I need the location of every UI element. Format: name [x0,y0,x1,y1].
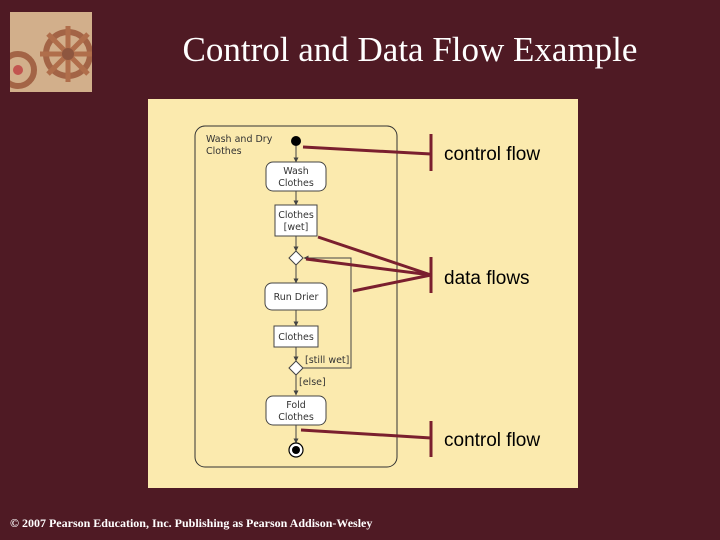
annotation-middle: data flows [444,268,530,289]
obj-wet-state: [wet] [284,222,309,233]
annotation-pointer-bottom [300,428,432,440]
activity-frame [194,125,398,468]
decision-node [288,360,304,376]
flow-loop-back [303,255,352,369]
obj-clothes-label: Clothes [278,332,314,343]
activity-name: Wash and Dry [206,134,273,145]
slide-title: Control and Data Flow Example [182,30,638,69]
annotation-bottom: control flow [444,430,540,451]
run-drier-label: Run Drier [274,292,319,303]
wash-clothes-action [265,161,327,192]
activity-diagram-panel: Wash and Dry Clothes Wash Clothes Clothe… [148,99,578,488]
guard-still-wet: [still wet] [305,355,349,366]
merge-node [288,250,304,266]
activity-name-2: Clothes [206,146,242,157]
obj-wet-label: Clothes [278,210,314,221]
wash-label-2: Clothes [278,178,314,189]
initial-node [291,136,301,146]
gears-logo [10,12,92,92]
copyright-footer: © 2007 Pearson Education, Inc. Publishin… [10,516,373,530]
clothes-wet-object [274,204,318,237]
fold-label-2: Clothes [278,412,314,423]
run-drier-action [264,282,328,311]
annotation-pointer-mid-3 [352,273,432,293]
fold-clothes-action [265,395,327,426]
fold-label: Fold [286,400,306,411]
annotation-pointer-top [302,145,432,156]
clothes-object [273,325,319,348]
annotation-pointer-mid-1 [317,235,432,277]
wash-label: Wash [283,166,309,177]
final-node [292,446,300,454]
annotation-top: control flow [444,144,540,165]
guard-else: [else] [299,377,326,388]
annotation-pointer-mid-2 [305,257,432,277]
